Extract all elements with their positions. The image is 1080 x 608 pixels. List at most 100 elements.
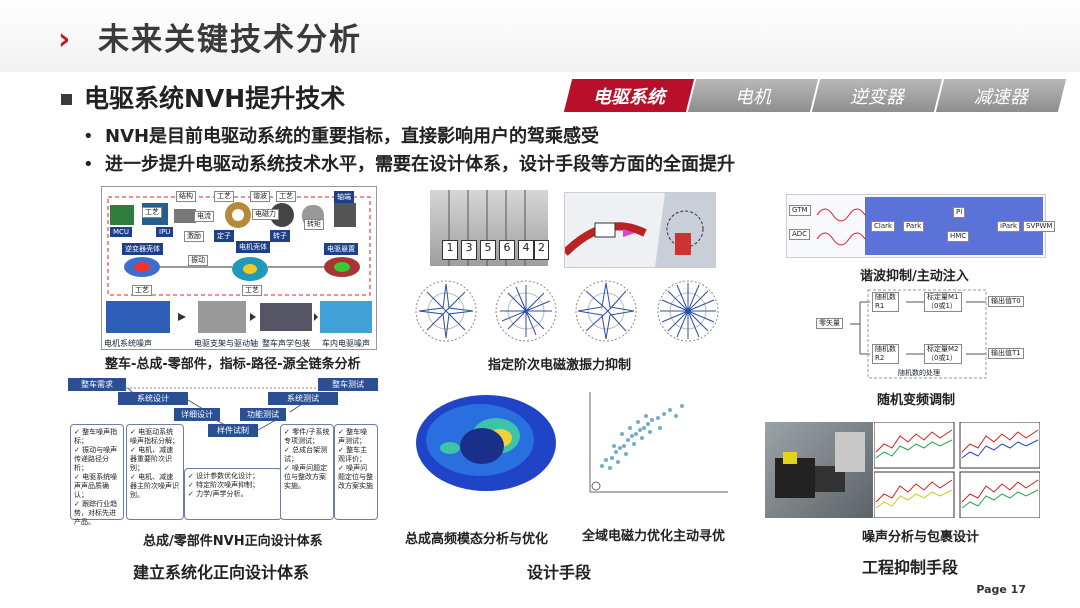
box-detail-design: 详细设计	[174, 408, 220, 421]
tab-label: 电机	[735, 86, 771, 108]
box-vehicle-requirement: 整车需求	[68, 378, 126, 391]
bullet-text: NVH是目前电驱动系统的重要指标，直接影响用户的驾乘感受	[105, 126, 600, 147]
rotor-section-graphic	[562, 193, 715, 267]
note-component-test: ✓ 零件/子系统专项测试； ✓ 总成台架测试； ✓ 噪声问题定位与整改方案实施。	[280, 424, 334, 520]
forward-design-diagram: 整车需求 整车测试 系统设计 系统测试 详细设计 功能测试 样件试制 ✓ 整车噪…	[68, 376, 378, 526]
small-label: 电流	[194, 211, 214, 222]
chain-analysis-diagram: MCU IPU 定子 电机壳体 转子 轴端 逆变器壳体 振动 电驱悬置 电机系统…	[101, 186, 377, 350]
test-rig-graphic	[775, 432, 865, 498]
bullet-dot: •	[83, 154, 94, 175]
bullet-1: • NVH是目前电驱动系统的重要指标，直接影响用户的驾乘感受	[83, 125, 599, 149]
label-motor-housing: 电机壳体	[236, 241, 270, 253]
label-cabin-noise: 车内电驱噪声	[322, 339, 370, 348]
caption-chain-analysis: 整车-总成-零部件，指标-路径-源全链条分析	[105, 357, 361, 372]
bullet-dot: •	[83, 126, 94, 147]
small-label: 工艺	[242, 285, 262, 296]
caption-random-modulation: 随机变频调制	[877, 393, 956, 408]
caption-noise-analysis: 噪声分析与包裹设计	[862, 530, 980, 545]
noise-spectra-image	[874, 422, 1040, 518]
chevron-right-icon: ›	[58, 22, 71, 57]
tab-inverter[interactable]: 逆变器	[811, 79, 943, 112]
small-label: 激励	[184, 231, 204, 242]
note-detail: ✓ 设计参数优化设计； ✓ 特定阶次噪声抑制； ✓ 力学/声学分析。	[184, 468, 282, 520]
block-svpwm: SVPWM	[1023, 221, 1056, 232]
label-rotor: 转子	[270, 230, 290, 242]
block-output-t0: 输出值T0	[988, 296, 1024, 307]
group-label-engineering: 工程抑制手段	[862, 558, 959, 577]
small-label: 工艺	[142, 207, 162, 218]
block-hmc: HMC	[947, 231, 970, 242]
bullet-text: 进一步提升电驱动系统技术水平，需要在设计体系，设计手段等方面的全面提升	[105, 154, 735, 175]
label-bracket: 电驱支架与驱动轴	[194, 339, 258, 348]
section-title: 电驱系统NVH提升技术	[84, 84, 346, 113]
block-park: Park	[903, 221, 925, 232]
label-shaft: 轴端	[334, 191, 354, 203]
bullet-2: • 进一步提升电驱动系统技术水平，需要在设计体系，设计手段等方面的全面提升	[83, 153, 735, 177]
tab-reducer[interactable]: 减速器	[935, 79, 1067, 112]
slot-diagram: 1 3 5 6 4 2	[430, 190, 549, 266]
scatter-plot-image	[589, 392, 728, 493]
label-random-processing: 随机数的处理	[898, 369, 940, 377]
block-gtm: GTM	[789, 205, 811, 216]
block-adc: ADC	[789, 229, 811, 240]
small-label: 工艺	[214, 191, 234, 202]
label-acoustic-pack: 整车声学包装	[262, 339, 310, 348]
caption-em-optimization: 全域电磁力优化主动寻优	[582, 529, 726, 544]
box-vehicle-test: 整车测试	[318, 378, 378, 391]
header-band	[0, 0, 1080, 72]
tab-label: 逆变器	[850, 86, 904, 108]
label-mcu: MCU	[110, 227, 133, 237]
rotor-section-image	[562, 192, 716, 268]
tab-motor[interactable]: 电机	[687, 79, 819, 112]
random-flow-lines	[850, 289, 987, 379]
tab-electric-drive[interactable]: 电驱系统	[563, 79, 695, 112]
block-output-t1: 输出值T1	[988, 348, 1024, 359]
label-mount: 电驱悬置	[324, 243, 358, 255]
label-vibration: 振动	[188, 255, 208, 266]
square-bullet-icon	[61, 94, 72, 105]
modal-analysis-image	[416, 395, 556, 491]
slide-title: 未来关键技术分析	[98, 22, 362, 58]
tab-label: 电驱系统	[593, 86, 665, 108]
box-prototype: 样件试制	[208, 424, 258, 437]
harmonic-block-diagram: GTM ADC Clark Park PI HMC iPark SVPWM	[786, 194, 1056, 258]
slot-number: 4	[518, 240, 534, 260]
slot-number: 6	[499, 240, 515, 260]
label-ipu: IPU	[156, 227, 174, 237]
block-random-r2: 随机数 R2	[872, 344, 899, 364]
slot-number: 3	[461, 240, 477, 260]
slot-number: 5	[480, 240, 496, 260]
small-label: 电磁力	[252, 209, 279, 220]
tab-label: 减速器	[974, 86, 1028, 108]
block-calib-m2: 标定量M2 （0或1）	[924, 344, 962, 364]
block-calib-m1: 标定量M1 （0或1）	[924, 292, 962, 312]
label-stator: 定子	[214, 230, 234, 242]
slot-number: 2	[534, 240, 549, 260]
block-pi: PI	[953, 207, 966, 218]
sine-wave-graphic	[816, 208, 866, 246]
small-label: 工艺	[276, 191, 296, 202]
box-function-test: 功能测试	[240, 408, 286, 421]
block-zero-vector: 零矢量	[816, 318, 843, 329]
caption-harmonic: 谐波抑制/主动注入	[860, 269, 969, 284]
small-label: 转矩	[304, 219, 324, 230]
caption-order-suppression: 指定阶次电磁激振力抑制	[488, 358, 632, 373]
label-inverter-housing: 逆变器壳体	[122, 243, 163, 255]
block-clark: Clark	[871, 221, 896, 232]
small-label: 谐波	[250, 191, 270, 202]
box-system-design: 系统设计	[118, 392, 188, 405]
random-frequency-diagram: 零矢量 随机数 R1 随机数 R2 标定量M1 （0或1） 标定量M2 （0或1…	[814, 288, 1046, 380]
note-vehicle-test: ✓ 整车噪声测试； ✓ 整车主观评价； ✓ 噪声问题定位与整改方案实施	[334, 424, 378, 520]
small-label: 工艺	[132, 285, 152, 296]
group-label-design: 设计手段	[527, 563, 592, 582]
note-system: ✓ 电驱动系统噪声指标分解； ✓ 电机、减速器重要阶次识别； ✓ 电机、减速器主…	[126, 424, 184, 520]
note-vehicle: ✓ 整车噪声指标； ✓ 振动与噪声传递路径分析； ✓ 电驱系统噪声声品质确认； …	[70, 424, 124, 526]
group-label-system: 建立系统化正向设计体系	[133, 563, 310, 582]
label-system-noise: 电机系统噪声	[104, 339, 152, 348]
caption-forward-design: 总成/零部件NVH正向设计体系	[143, 534, 323, 549]
block-ipark: iPark	[997, 221, 1021, 232]
small-label: 结构	[176, 191, 196, 202]
slot-number: 1	[442, 240, 458, 260]
polar-plots	[415, 280, 719, 342]
block-random-r1: 随机数 R1	[872, 292, 899, 312]
